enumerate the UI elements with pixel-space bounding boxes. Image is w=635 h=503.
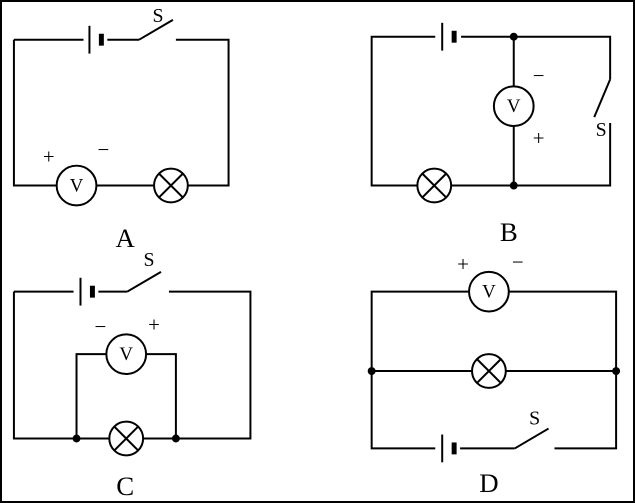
voltmeter-label: V [482,282,496,303]
junction-dot [612,367,621,376]
voltmeter-icon: V [105,333,148,376]
junction-dot [509,181,518,190]
lamp-icon [471,353,507,389]
circuit-letter-label: B [500,217,518,247]
circuit-letter-label: A [116,223,136,253]
switch-icon [593,78,612,118]
lamp-icon [416,167,453,204]
junction-dot [509,32,518,41]
switch-icon [138,19,174,41]
voltmeter-icon: V [492,85,535,127]
circuit-d: V + − S D [367,250,621,498]
circuit-c: S V − + C [12,249,252,501]
voltmeter-icon: V [55,164,98,207]
plus-label: + [457,252,469,276]
battery-icon [441,434,457,463]
circuit-a: S V + − A [12,5,230,253]
switch-icon [126,270,162,293]
switch-blade-icon [138,19,174,41]
plus-label: + [43,145,55,169]
minus-label: − [512,250,524,274]
lamp-icon [153,167,189,204]
circuit-letter-label: C [116,471,134,501]
lamp-icon [108,420,145,457]
minus-label: − [533,63,545,87]
switch-label: S [144,249,155,271]
circuit-b: S V − + B [370,22,612,247]
voltmeter-icon: V [468,270,510,313]
switch-icon [514,427,550,450]
circuit-letter-label: D [479,468,498,498]
plus-label: + [148,312,160,336]
junction-dot [171,434,180,443]
voltmeter-branch-wire [75,353,177,439]
voltmeter-label: V [70,175,84,196]
battery-icon [88,25,104,54]
junction-dot [367,367,376,376]
minus-label: − [97,138,109,162]
switch-label: S [529,408,540,430]
switch-label: S [152,5,163,27]
switch-label: S [596,119,607,141]
switch-blade-icon [126,270,162,293]
battery-icon [79,277,95,306]
wire-loop [370,35,612,187]
switch-blade-icon [514,427,550,450]
voltmeter-label: V [507,96,521,117]
battery-icon [441,22,457,51]
wire-loop [12,290,252,440]
minus-label: − [94,314,106,338]
switch-blade-icon [593,78,612,118]
voltmeter-label: V [119,344,133,365]
junction-dot [72,434,81,443]
plus-label: + [533,126,545,150]
wire-loop [12,38,230,187]
